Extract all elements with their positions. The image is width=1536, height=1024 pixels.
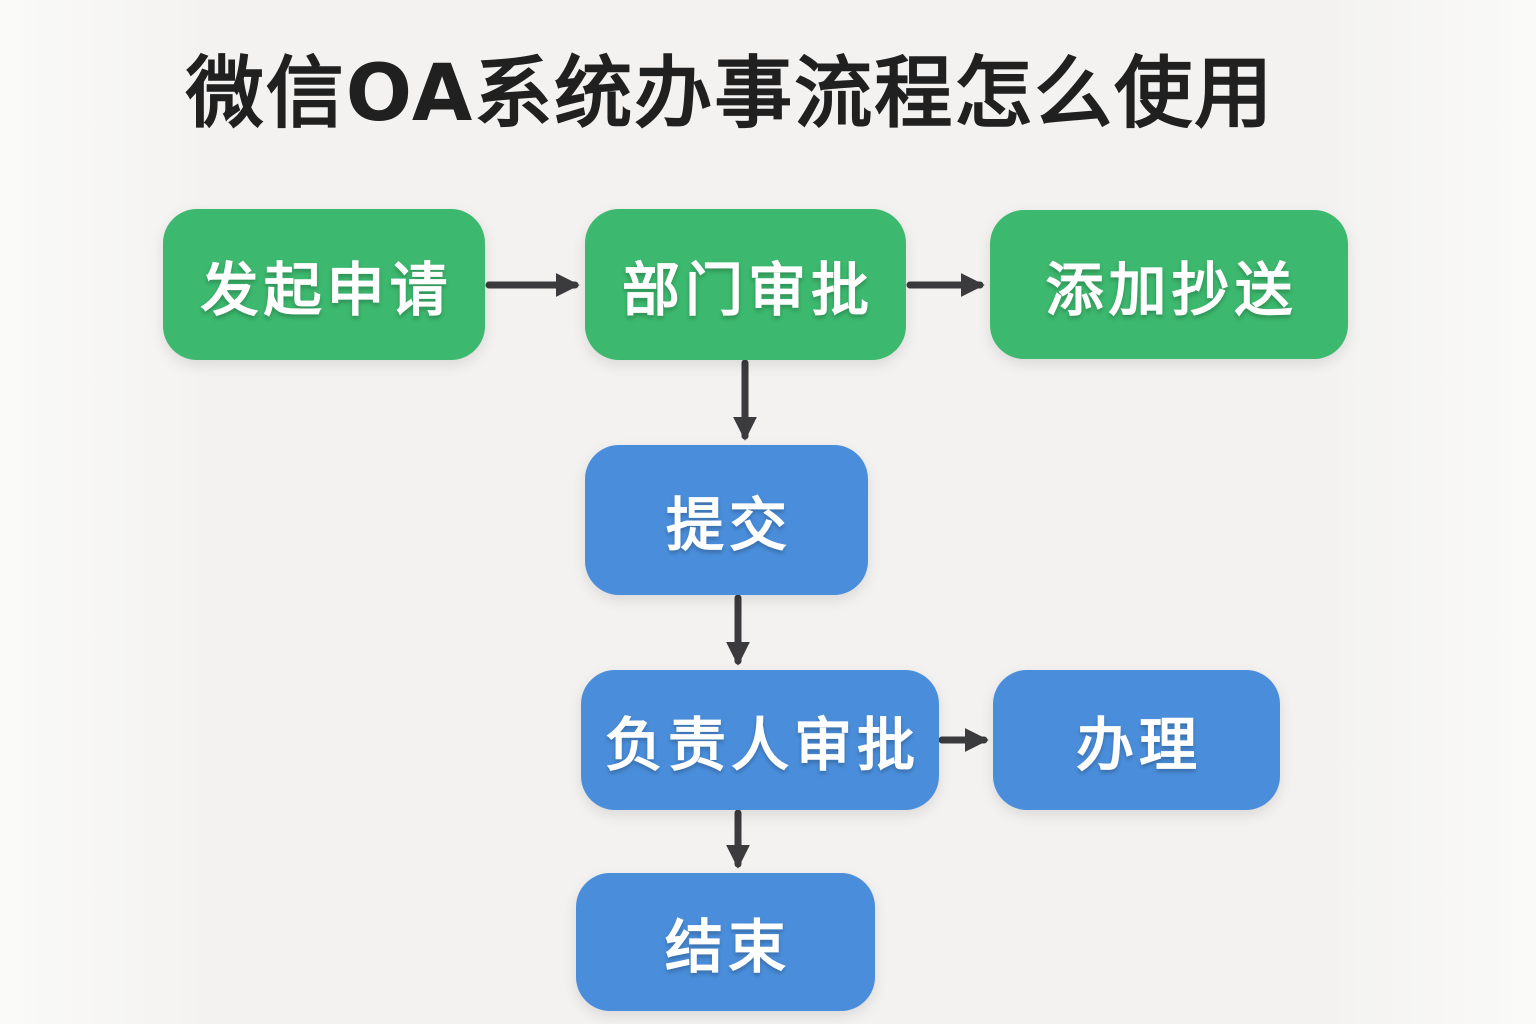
node-label: 部门审批 [621,255,874,324]
node-label: 发起申请 [200,255,453,324]
node-label: 结束 [664,913,791,981]
page-title: 微信OA系统办事流程怎么使用 [185,49,1275,139]
node-add-cc: 添加抄送 [990,210,1348,359]
node-manager-approval: 负责人审批 [581,670,939,810]
node-submit: 提交 [585,445,868,595]
node-label: 负责人审批 [604,711,920,779]
node-label: 办理 [1075,711,1202,779]
node-label: 提交 [665,491,792,559]
node-department-approval: 部门审批 [585,209,906,360]
node-end: 结束 [576,873,875,1011]
node-initiate-application: 发起申请 [163,209,485,360]
node-handle: 办理 [993,670,1280,810]
node-label: 添加抄送 [1045,255,1298,324]
